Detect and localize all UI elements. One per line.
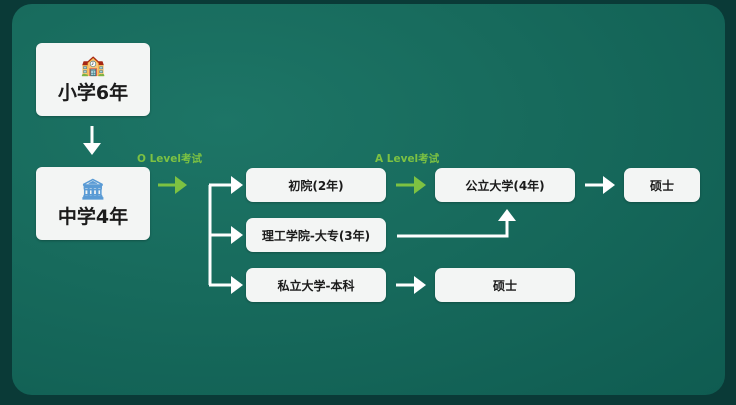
college-building-icon: 🏛 xyxy=(80,177,106,201)
private-university-box: 私立大学-本科 xyxy=(246,268,386,302)
primary-school-label: 小学6年 xyxy=(57,82,129,104)
masters-box-private: 硕士 xyxy=(435,268,575,302)
masters-box-public: 硕士 xyxy=(624,168,700,202)
junior-college-box: 初院(2年) xyxy=(246,168,386,202)
secondary-school-label: 中学4年 xyxy=(57,206,129,228)
school-building-icon: 🏫 xyxy=(80,53,106,77)
arrow-polytechnic-to-university xyxy=(397,209,516,238)
primary-school-box: 🏫 小学6年 xyxy=(36,43,150,116)
secondary-school-box: 🏛 中学4年 xyxy=(36,167,150,240)
public-university-box: 公立大学(4年) xyxy=(435,168,575,202)
polytechnic-box: 理工学院-大专(3年) xyxy=(246,218,386,252)
a-level-exam-label: A Level考试 xyxy=(375,153,440,165)
o-level-exam-label: O Level考试 xyxy=(137,153,202,165)
